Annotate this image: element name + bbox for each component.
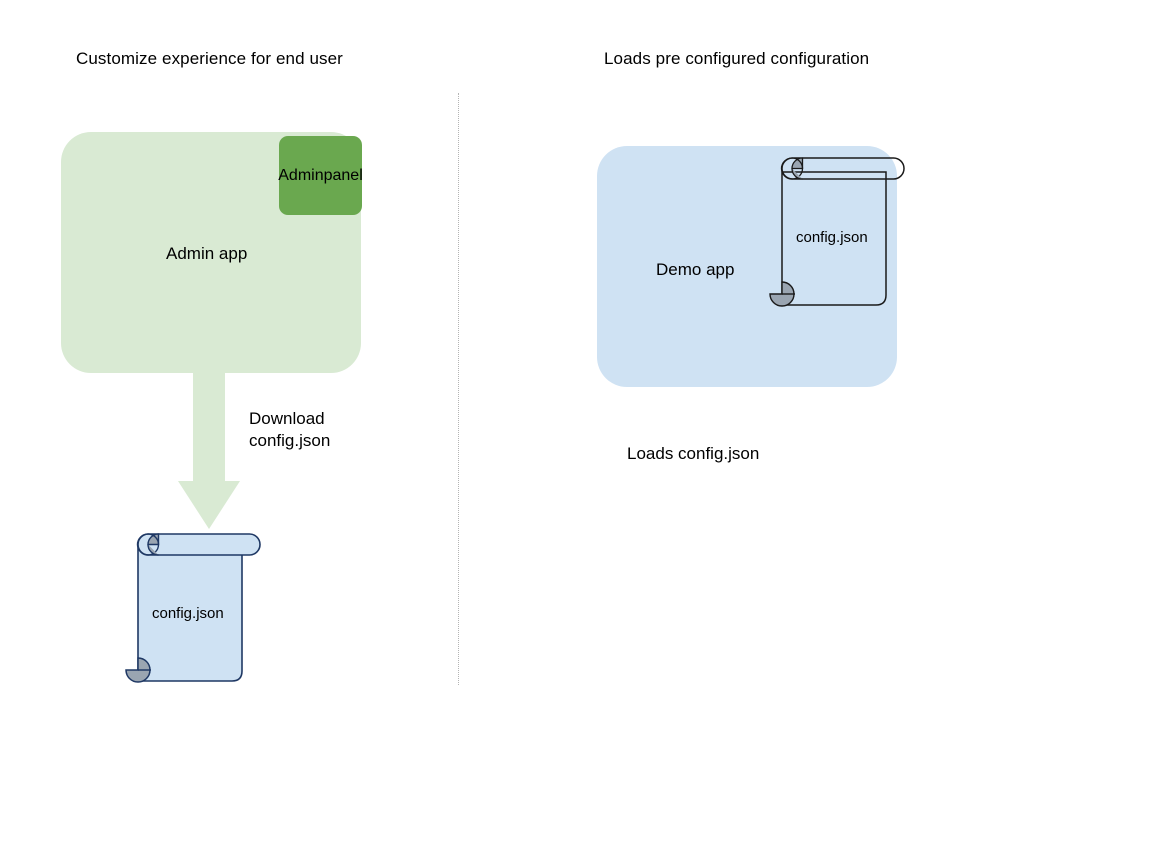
admin-panel-badge-line1: Admin (278, 166, 324, 184)
vertical-dotted-divider (458, 93, 459, 685)
demo-app-container (597, 146, 897, 387)
demo-app-label: Demo app (656, 260, 735, 279)
download-arrow-label-line2: config.json (249, 431, 331, 450)
section-heading-left: Customize experience for end user (76, 49, 343, 68)
config-json-label-right: config.json (796, 229, 868, 246)
download-arrow-label-line1: Download (249, 409, 325, 428)
download-arrow-icon (178, 371, 240, 529)
loads-config-caption: Loads config.json (627, 444, 760, 463)
config-json-document-right (769, 157, 905, 307)
admin-app-label: Admin app (166, 244, 248, 263)
config-json-document-left (125, 533, 261, 683)
config-json-label-left: config.json (152, 605, 224, 622)
section-heading-right: Loads pre configured configuration (604, 49, 870, 68)
admin-panel-badge-line2: panel (323, 166, 363, 184)
download-arrow-label: Download config.json (249, 408, 330, 452)
admin-panel-badge[interactable]: Admin panel (278, 136, 363, 215)
